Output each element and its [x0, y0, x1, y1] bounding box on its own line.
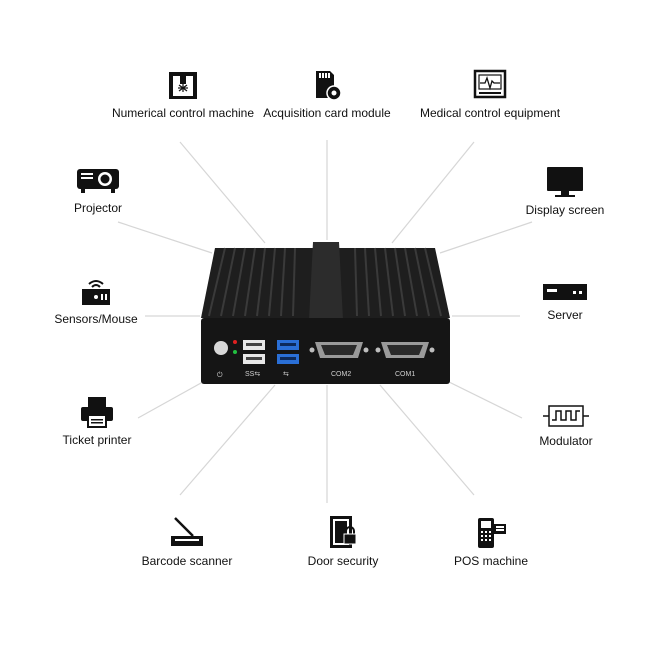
modulator-label: Modulator: [539, 434, 593, 448]
projector-icon: [77, 169, 119, 193]
barcode-scanner-icon: [171, 517, 203, 546]
usb-label: ⇆: [283, 371, 289, 378]
cnc-machine-icon: [169, 72, 197, 99]
server-label: Server: [547, 308, 583, 322]
connector-printer: [137, 377, 211, 419]
led-green: [233, 350, 237, 354]
sd-card-gear-icon: [316, 71, 342, 101]
node-display: Display screen: [520, 165, 610, 217]
node-server: Server: [530, 280, 600, 322]
connector-pos: [379, 384, 475, 496]
connector-modulator: [444, 379, 523, 419]
acquisition-card-label: Acquisition card module: [263, 106, 391, 120]
medical-monitor-icon: [473, 69, 507, 99]
cnc-label: Numerical control machine: [111, 106, 255, 120]
node-cnc: Numerical control machine: [103, 68, 263, 120]
sensors-label: Sensors/Mouse: [54, 312, 138, 326]
node-pos: POS machine: [448, 514, 534, 568]
medical-label: Medical control equipment: [419, 106, 561, 120]
mini-pc-device: ⏻ SS⇆ ⇆ COM2: [201, 242, 450, 384]
com2-label: COM2: [331, 371, 351, 378]
display-label: Display screen: [525, 203, 605, 217]
connector-projector: [117, 221, 213, 254]
pos-terminal-icon: [478, 518, 506, 548]
com2-port: [309, 342, 369, 358]
server-icon: [543, 284, 587, 300]
node-projector: Projector: [58, 165, 138, 215]
modulator-wave-icon: [543, 405, 589, 427]
usb3-label: SS⇆: [245, 371, 260, 378]
led-red: [233, 340, 237, 344]
door-label: Door security: [307, 554, 379, 568]
usb3-ports: [277, 340, 299, 364]
connector-display: [439, 221, 533, 254]
node-barcode: Barcode scanner: [132, 514, 242, 568]
door-lock-icon: [330, 516, 357, 548]
printer-icon: [81, 397, 113, 428]
power-symbol: ⏻: [217, 371, 223, 379]
node-medical: Medical control equipment: [405, 68, 575, 120]
com1-label: COM1: [395, 371, 415, 378]
connector-barcode: [179, 384, 276, 496]
power-button: [214, 341, 228, 355]
node-modulator: Modulator: [526, 402, 606, 448]
usb-ports-left: [243, 340, 265, 364]
monitor-icon: [547, 167, 583, 197]
com1-port: [375, 342, 435, 358]
node-printer: Ticket printer: [55, 395, 139, 447]
projector-label: Projector: [73, 201, 123, 215]
node-door: Door security: [297, 514, 389, 568]
heatsink-fins: [201, 242, 450, 320]
node-sensors: Sensors/Mouse: [50, 276, 142, 326]
connector-cnc: [179, 141, 266, 244]
node-acquisition-card: Acquisition card module: [262, 68, 392, 120]
sensor-icon: [82, 280, 110, 305]
printer-label: Ticket printer: [62, 433, 132, 447]
pos-label: POS machine: [453, 554, 529, 568]
connector-medical: [391, 141, 475, 244]
barcode-label: Barcode scanner: [141, 554, 233, 568]
